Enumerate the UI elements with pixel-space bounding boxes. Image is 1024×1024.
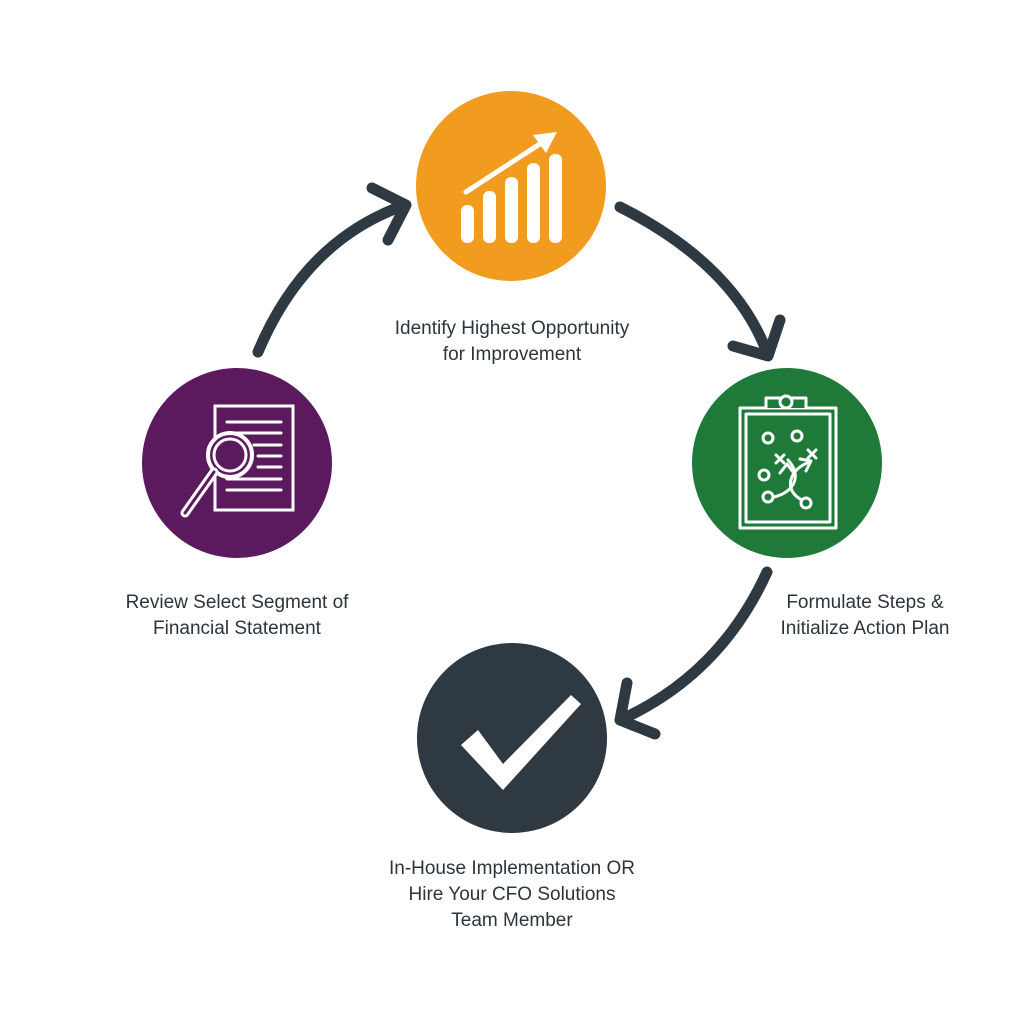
checkmark-icon [461,695,581,790]
clipboard-play-icon [738,394,838,530]
step-label-identify: Identify Highest Opportunity for Improve… [394,318,630,365]
step-review-node [142,368,332,558]
bar-chart-growth-icon [461,132,562,243]
step-formulate-node [692,368,882,558]
step-label-formulate: Formulate Steps & Initialize Action Plan [780,592,950,639]
step-label-implement: In-House Implementation OR Hire Your CFO… [388,858,636,931]
implement-circle [417,643,607,833]
step-implement-node [417,643,607,833]
arrow-review-to-identify [252,182,412,358]
cycle-arrows [252,182,786,740]
step-label-review: Review Select Segment of Financial State… [125,592,349,639]
arrow-identify-to-formulate [614,201,786,362]
document-magnifier-icon [180,404,295,518]
arrow-formulate-to-implement [614,566,773,740]
step-identify-node [416,91,606,281]
